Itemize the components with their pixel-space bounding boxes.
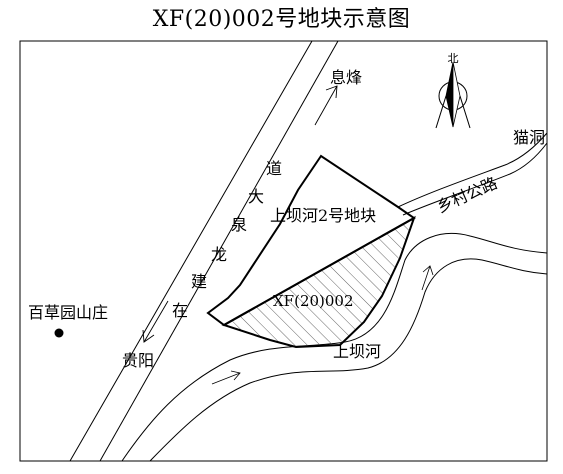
parcel-name-label: 上坝河2号地块 xyxy=(270,206,376,225)
map-frame xyxy=(19,40,548,462)
avenue-char: 建 xyxy=(191,272,207,291)
avenue-char: 泉 xyxy=(231,215,247,234)
place-label-guiyang: 贵阳 xyxy=(122,351,154,370)
parcel-code-label: XF(20)002 xyxy=(273,292,354,310)
avenue-edge-left xyxy=(69,40,313,462)
parcel-xf20-002-hatched-area xyxy=(221,215,416,349)
river-flow-arrow-icon xyxy=(421,265,434,291)
avenue-char: 道 xyxy=(266,159,282,178)
place-label-baicao-resort: 百草园山庄 xyxy=(28,303,108,322)
avenue-edge-right xyxy=(99,40,339,462)
map-title: XF(20)002号地块示意图 xyxy=(152,7,411,32)
road-label-rural: 乡村公路 xyxy=(434,173,500,216)
avenue-char: 龙 xyxy=(211,245,227,264)
place-label-maodong: 猫洞 xyxy=(513,128,545,147)
parcel-shangba-2-outline xyxy=(206,154,416,327)
place-label-xifeng: 息烽 xyxy=(330,68,362,87)
river-flow-arrow-icon xyxy=(211,370,241,385)
north-arrow-icon xyxy=(435,61,471,129)
rural-road-edge-upper xyxy=(397,132,548,208)
river-bank-lower xyxy=(149,258,548,462)
rural-road-edge-lower xyxy=(402,142,548,216)
river-bank-upper xyxy=(121,233,548,462)
arrow-to-guiyang-icon xyxy=(142,300,169,343)
north-label: 北 xyxy=(448,52,459,65)
avenue-char: 在 xyxy=(172,301,188,320)
resort-marker-icon xyxy=(54,328,64,338)
river-label-shangba: 上坝河 xyxy=(333,342,381,361)
avenue-char: 大 xyxy=(248,187,264,206)
arrow-to-xifeng-icon xyxy=(314,85,338,126)
